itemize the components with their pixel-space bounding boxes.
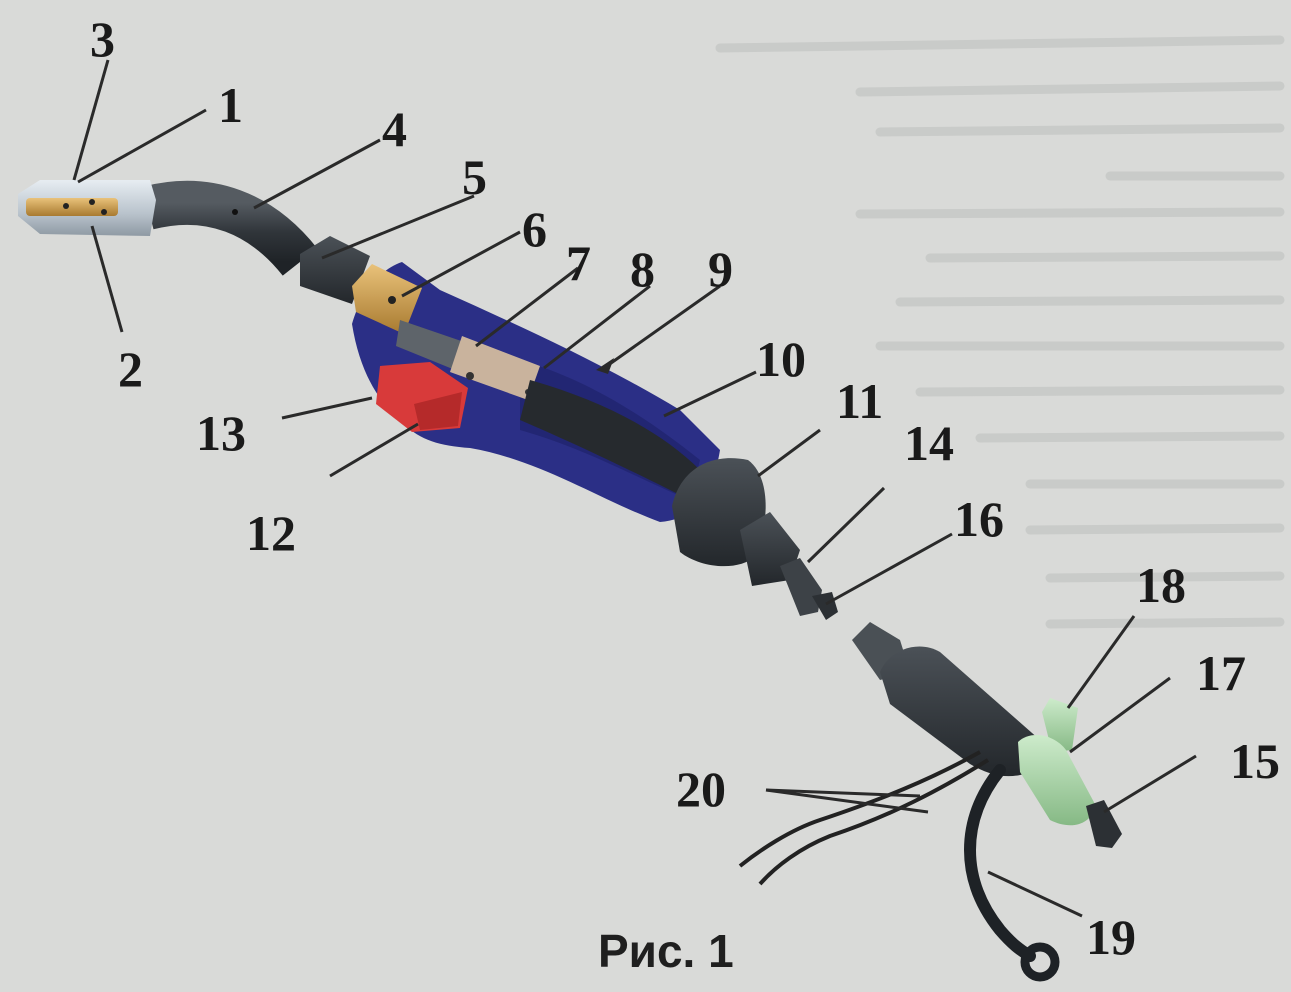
adapter-body [880,646,1040,776]
figure-caption: Рис. 1 [598,928,734,974]
tube-hole [232,209,238,215]
label-12: 12 [246,508,296,558]
label-8: 8 [630,244,655,294]
label-20: 20 [676,764,726,814]
label-19: 19 [1086,912,1136,962]
control-wire-2 [760,760,988,884]
label-3: 3 [90,14,115,64]
green-sleeve [1018,735,1096,825]
label-2: 2 [118,344,143,394]
control-wire-1 [740,752,980,866]
label-1: 1 [218,80,243,130]
label-14: 14 [904,418,954,468]
label-17: 17 [1196,648,1246,698]
label-9: 9 [708,244,733,294]
gooseneck-tube [148,203,300,262]
label-6: 6 [522,204,547,254]
label-16: 16 [954,494,1004,544]
label-10: 10 [756,334,806,384]
ring-terminal [1025,947,1055,977]
label-5: 5 [462,152,487,202]
label-4: 4 [382,104,407,154]
contact-pin [1086,800,1122,848]
label-13: 13 [196,408,246,458]
threaded-tip [780,558,822,616]
label-7: 7 [566,238,591,288]
ground-cable [970,770,1030,956]
gas-nozzle [18,180,156,236]
label-18: 18 [1136,560,1186,610]
label-15: 15 [1230,736,1280,786]
label-11: 11 [836,376,883,426]
